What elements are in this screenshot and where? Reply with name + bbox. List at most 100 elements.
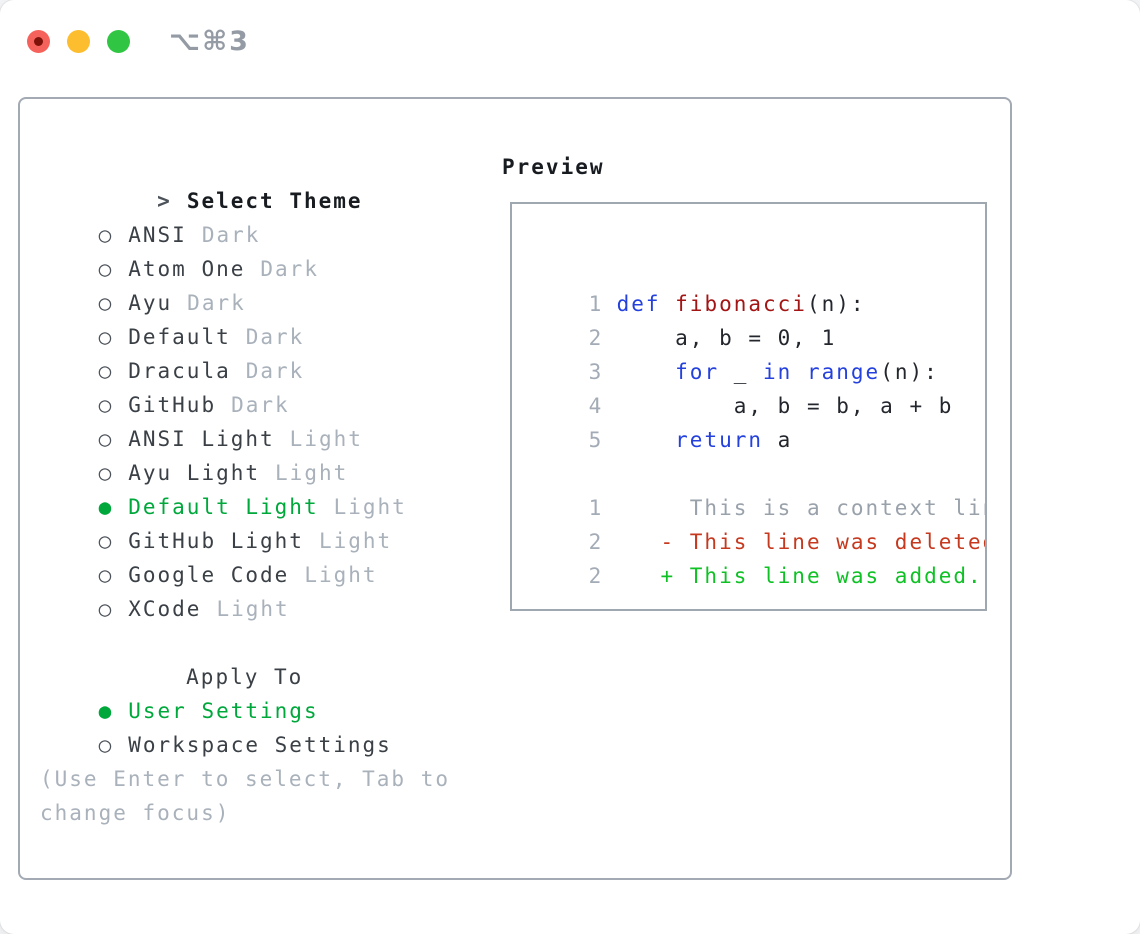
code-token: for (675, 360, 720, 384)
option-variant-label: Dark (245, 359, 305, 383)
radio-icon: ○ (98, 359, 114, 383)
apply-to-header: Apply To (40, 626, 450, 689)
radio-icon: ○ (98, 393, 114, 417)
radio-icon: ● (98, 699, 114, 723)
code-line: 3 for _ in range(n): (530, 321, 985, 384)
zoom-button[interactable] (107, 30, 130, 53)
radio-icon: ○ (98, 291, 114, 315)
line-number: 2 (588, 326, 604, 350)
line-number: 3 (588, 360, 604, 384)
code-token (617, 360, 676, 384)
apply-option[interactable]: ● User Settings (40, 660, 450, 723)
option-variant-label: Light (216, 597, 290, 621)
code-token: fibonacci (675, 292, 807, 316)
close-button[interactable] (27, 30, 50, 53)
focus-caret-icon: > (157, 189, 172, 213)
line-number: 2 (588, 564, 604, 588)
option-label: Workspace Settings (128, 733, 392, 757)
option-label: User Settings (128, 699, 319, 723)
code-line: 2 - This line was deleted. (530, 491, 985, 554)
code-text: + This line was added. (617, 564, 983, 588)
option-label: ANSI (128, 223, 187, 247)
code-line: 1 This is a context line. (530, 457, 985, 520)
unsaved-indicator-icon (34, 37, 43, 46)
radio-icon: ○ (98, 257, 114, 281)
theme-option[interactable]: ○ Ayu Light Light (40, 422, 450, 485)
minimize-button[interactable] (67, 30, 90, 53)
apply-to-list: ● User Settings ○ Workspace Settings (40, 660, 450, 757)
radio-icon: ○ (98, 563, 114, 587)
radio-icon: ○ (98, 461, 114, 485)
code-token: _ (719, 360, 764, 384)
theme-option[interactable]: ○ Google Code Light (40, 524, 450, 587)
code-token: This is a context line. (616, 496, 987, 520)
code-token: a, b = 0, 1 (616, 326, 837, 350)
preview-title: Preview (502, 155, 605, 179)
code-text: for _ in range(n): (617, 360, 939, 384)
code-token: a (763, 428, 793, 452)
code-token: return (675, 428, 764, 452)
radio-icon: ○ (98, 597, 114, 621)
code-token (617, 428, 676, 452)
code-line: 2 + This line was added. (530, 525, 985, 588)
radio-icon: ○ (98, 529, 114, 553)
option-variant-label: Dark (187, 291, 246, 315)
code-line: 2 a, b = 0, 1 (530, 287, 985, 350)
line-number: 5 (588, 428, 604, 452)
option-label: ANSI Light (128, 427, 275, 451)
code-text: def fibonacci(n): (617, 292, 866, 316)
code-token (792, 360, 807, 384)
theme-option[interactable]: ○ ANSI Light Light (40, 388, 450, 451)
option-variant-label: Dark (245, 325, 305, 349)
code-line: 5 return a (530, 389, 985, 452)
option-label: Ayu Light (128, 461, 261, 485)
theme-option[interactable]: ○ XCode Light (40, 558, 450, 621)
code-token: + This line was added. (616, 564, 983, 588)
option-variant-label: Light (333, 495, 407, 519)
code-text: This is a context line. (616, 496, 987, 520)
code-text: return a (617, 428, 793, 452)
line-number: 1 (588, 496, 604, 520)
code-line: 4 a, b = b, a + b (530, 355, 985, 418)
titlebar: ⌥⌘3 (27, 26, 250, 57)
code-token: (n): (806, 292, 866, 316)
option-label: XCode (128, 597, 202, 621)
radio-icon: ○ (98, 733, 114, 757)
code-token: def (616, 292, 676, 316)
option-variant-label: Light (289, 427, 363, 451)
radio-icon: ○ (98, 223, 114, 247)
apply-option[interactable]: ○ Workspace Settings (40, 694, 450, 757)
option-variant-label: Dark (231, 393, 290, 417)
line-number: 4 (588, 394, 604, 418)
code-text: - This line was deleted. (617, 530, 986, 554)
section-title: Select Theme (186, 189, 363, 213)
theme-option[interactable]: ○ Dracula Dark (40, 320, 450, 383)
option-label: Ayu (128, 291, 173, 315)
line-number: 2 (588, 530, 604, 554)
select-theme-header: > Select Theme (40, 150, 450, 213)
code-token: a, b = b, a + b (616, 394, 954, 418)
preview-box: 1 def fibonacci(n): 2 a, b = 0, 1 3 for _… (510, 202, 987, 611)
radio-icon: ○ (98, 427, 114, 451)
option-variant-label: Light (275, 461, 349, 485)
option-variant-label: Light (318, 529, 393, 553)
code-text: a, b = b, a + b (617, 394, 954, 418)
theme-option[interactable]: ○ Ayu Dark (40, 252, 450, 315)
option-label: Dracula (128, 359, 231, 383)
section-title: Apply To (186, 665, 304, 689)
radio-icon: ● (98, 495, 114, 519)
keyboard-shortcut-label: ⌥⌘3 (169, 26, 250, 57)
option-label: Google Code (128, 563, 290, 587)
option-variant-label: Light (304, 563, 378, 587)
code-token: in (763, 360, 793, 384)
